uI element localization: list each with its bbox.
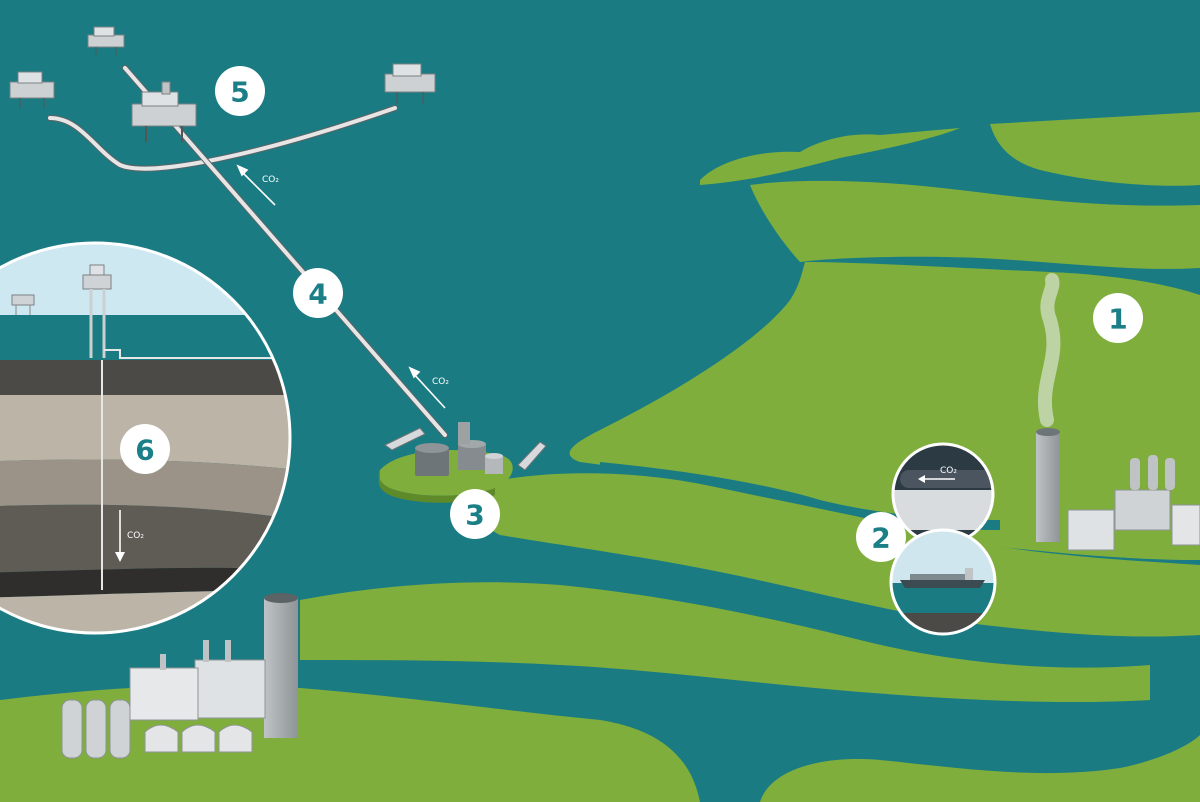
flow-arrows	[236, 164, 446, 409]
industrial-plant-right	[1036, 273, 1200, 551]
co2-label: CO₂	[432, 377, 449, 387]
step-marker-1: 1	[1093, 293, 1143, 343]
co2-label: CO₂	[940, 466, 957, 476]
pipelines	[47, 65, 448, 438]
step-number: 6	[135, 434, 154, 467]
step-number: 4	[308, 278, 327, 311]
step-marker-6: 6	[120, 424, 170, 474]
co2-label: CO₂	[127, 531, 144, 541]
platforms	[9, 26, 436, 142]
step-marker-5: 5	[215, 66, 265, 116]
step-number: 5	[230, 76, 249, 109]
transport-detail: CO₂	[889, 442, 997, 636]
ships	[384, 427, 547, 471]
co2-terminal	[415, 422, 503, 476]
co2-label: CO₂	[262, 175, 279, 185]
step-marker-3: 3	[450, 489, 500, 539]
step-number: 1	[1108, 303, 1127, 336]
industrial-plant-left	[61, 593, 298, 759]
cross-section-platform-small	[11, 294, 35, 315]
step-number: 2	[871, 522, 890, 555]
cross-section-platform	[82, 264, 280, 590]
step-number: 3	[465, 499, 484, 532]
step-marker-2: 2	[856, 512, 906, 562]
step-marker-4: 4	[293, 268, 343, 318]
